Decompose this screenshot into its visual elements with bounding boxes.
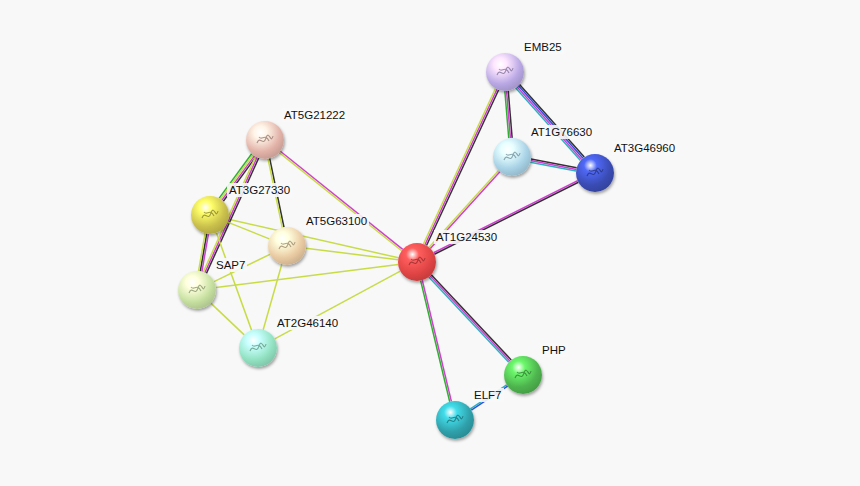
evidence-line [520,84,585,157]
protein-node: AT1G24530 [398,243,436,281]
node-label: SAP7 [214,258,247,272]
interaction-edge [470,385,507,410]
node-label: EMB25 [522,40,564,54]
node-label: AT1G24530 [434,230,499,244]
structure-icon [436,401,474,439]
structure-icon [239,329,277,367]
evidence-line [275,271,401,339]
protein-node: AT5G21222 [246,121,284,159]
interaction-edge [429,171,500,249]
structure-icon [191,196,229,234]
structure-icon [246,121,284,159]
evidence-line [434,182,578,254]
evidence-line [530,162,576,171]
evidence-line [228,222,270,239]
structure-icon [504,356,542,394]
structure-icon [268,227,306,265]
protein-node: AT3G27330 [191,196,229,234]
evidence-line [430,172,500,249]
node-label: ELF7 [472,388,504,402]
evidence-line [429,171,499,248]
evidence-line [425,89,497,245]
evidence-line [430,276,510,361]
interaction-edge [275,271,401,339]
evidence-line [423,89,495,245]
evidence-line [471,386,507,410]
node-label: AT1G76630 [529,125,594,139]
evidence-line [422,280,451,401]
node-label: AT3G27330 [227,183,292,197]
node-label: AT5G21222 [282,108,347,122]
evidence-line [531,161,577,170]
interaction-edge [505,91,512,138]
evidence-line [429,277,509,362]
interaction-edge [530,159,576,171]
interaction-edge [423,89,498,246]
structure-icon [486,53,524,91]
evidence-line [421,281,450,402]
evidence-line [211,303,244,335]
interaction-edge [421,280,452,401]
node-label: AT2G46140 [275,316,340,330]
protein-node: ELF7 [436,401,474,439]
structure-icon [398,243,436,281]
interaction-edge [214,254,270,281]
node-label: AT3G46960 [612,141,677,155]
interaction-edge [228,222,270,239]
interaction-edge [216,233,251,330]
evidence-line [505,91,509,138]
structure-icon [493,138,531,176]
evidence-line [470,385,506,409]
evidence-line [434,181,578,253]
structure-icon [576,154,614,192]
evidence-line [427,90,499,246]
protein-node: AT5G63100 [268,227,306,265]
protein-node: AT3G46960 [576,154,614,192]
evidence-line [214,254,270,281]
protein-node: AT2G46140 [239,329,277,367]
node-label: AT5G63100 [304,214,369,228]
interaction-edge [429,275,511,363]
protein-node: PHP [504,356,542,394]
evidence-line [216,233,251,330]
evidence-line [431,275,511,360]
interaction-edge [199,233,209,271]
structure-icon [178,271,216,309]
protein-node: AT1G76630 [493,138,531,176]
node-label: PHP [540,343,568,357]
interaction-edge [211,303,244,335]
evidence-line [199,233,206,271]
protein-node: EMB25 [486,53,524,91]
interaction-edge [434,181,579,255]
protein-node: SAP7 [178,271,216,309]
